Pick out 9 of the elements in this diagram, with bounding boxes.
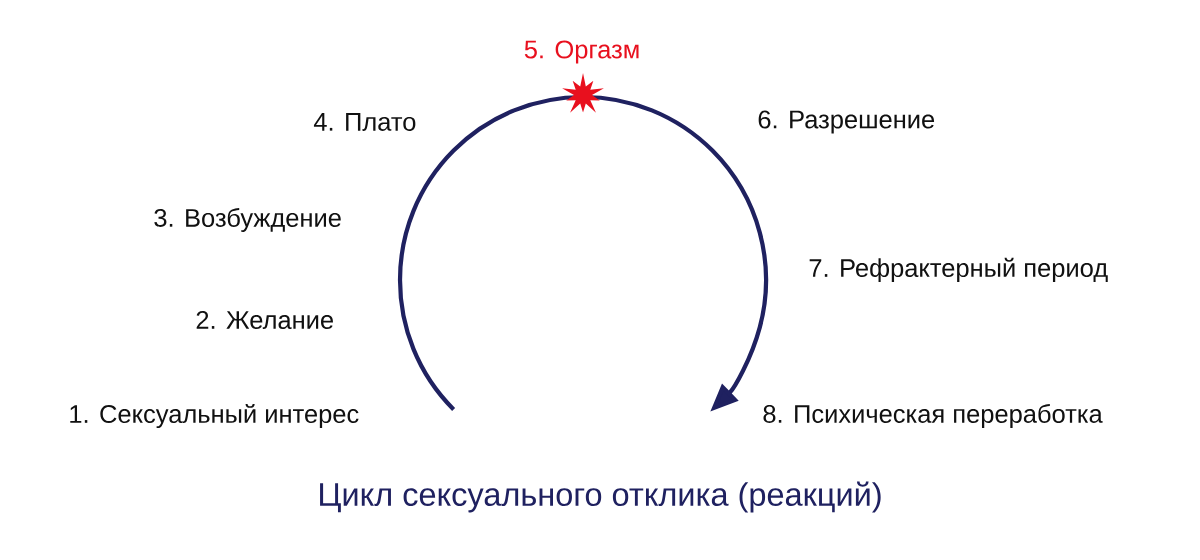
stage-label: 8. Психическая переработка xyxy=(763,404,1103,428)
stage-label: 4. Плато xyxy=(313,113,416,131)
stage-label: 3. Возбуждение xyxy=(154,208,341,232)
stage-label: 1. Сексуальный интерес xyxy=(70,403,359,429)
stage-label: 7. Рефрактерный период xyxy=(809,257,1108,283)
caption: Цикл сексуального отклика (реакций) xyxy=(320,481,881,513)
stage-label: 6. Разрешение xyxy=(758,110,935,134)
stage-label: 5. Оргазм xyxy=(524,40,639,64)
stage-label: 2. Желание xyxy=(196,310,333,329)
